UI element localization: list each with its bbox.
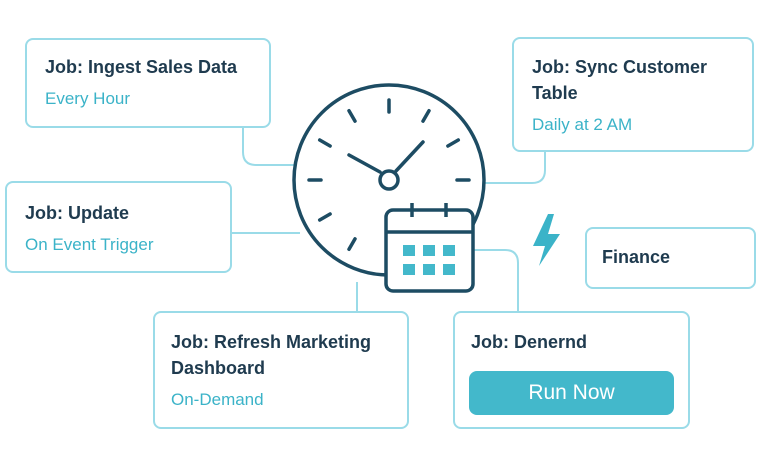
job-card-sync-customer[interactable]: Job: Sync Customer Table Daily at 2 AM — [512, 37, 754, 152]
clock-tick — [317, 138, 332, 148]
calendar-icon — [384, 203, 475, 293]
job-schedule: On-Demand — [171, 390, 264, 409]
job-title: Job: Update — [25, 203, 130, 223]
job-title: Job: Denernd — [471, 332, 588, 352]
clock-tick — [421, 108, 431, 123]
job-title: Job: Refresh Marketing Dashboard — [171, 332, 372, 378]
job-card-ingest-sales[interactable]: Job: Ingest Sales Data Every Hour — [25, 38, 271, 128]
finance-label: Finance — [602, 247, 671, 267]
clock-tick — [317, 212, 332, 222]
job-schedule: Daily at 2 AM — [532, 115, 633, 134]
job-title: Job: Ingest Sales Data — [45, 57, 238, 77]
clock-tick — [347, 108, 357, 123]
connector-lines — [231, 127, 546, 311]
finance-card[interactable]: Finance — [585, 227, 756, 289]
clock-tick — [347, 237, 357, 252]
clock-tick — [446, 138, 461, 148]
job-card-update[interactable]: Job: Update On Event Trigger — [5, 181, 232, 273]
job-card-denernd[interactable]: Job: Denernd Run Now — [453, 311, 690, 429]
job-schedule: On Event Trigger — [25, 235, 154, 254]
job-schedule: Every Hour — [45, 89, 131, 108]
run-now-button[interactable]: Run Now — [469, 371, 674, 415]
lightning-icon — [533, 214, 560, 266]
job-title: Job: Sync Customer Table — [532, 57, 708, 103]
job-card-refresh-marketing[interactable]: Job: Refresh Marketing Dashboard On-Dema… — [153, 311, 409, 429]
